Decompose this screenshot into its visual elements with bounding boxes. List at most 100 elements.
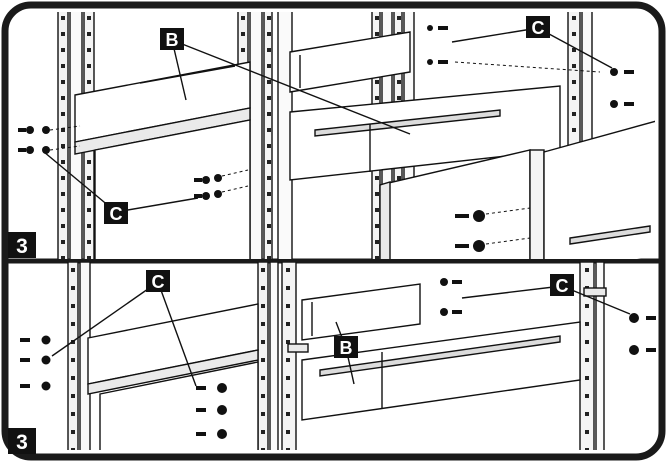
rail-hole — [267, 240, 271, 244]
rail-hole — [286, 304, 290, 308]
rail-hole — [397, 96, 401, 100]
rail-hole — [267, 160, 271, 164]
rail-hole — [241, 48, 245, 52]
rail-hole — [261, 394, 265, 398]
rail-hole — [241, 16, 245, 20]
top-right-screws — [427, 25, 634, 108]
rail-hole — [375, 80, 379, 84]
rail-hole — [267, 112, 271, 116]
rail-hole — [267, 64, 271, 68]
rail-hole — [261, 286, 265, 290]
front-equipment-panel — [379, 149, 531, 259]
rail-hole — [87, 208, 91, 212]
rail-hole — [585, 376, 589, 380]
rail-hole — [286, 448, 290, 450]
callout-label: C — [556, 276, 569, 296]
callout-b-top: B — [160, 28, 184, 50]
center-rail-tab — [287, 343, 309, 353]
rail-hole — [375, 16, 379, 20]
rail-hole — [375, 240, 379, 244]
center-rail-lower — [289, 85, 561, 181]
rail-hole — [267, 192, 271, 196]
leader-c-bottom-right-1 — [461, 285, 563, 299]
rail-hole — [572, 48, 576, 52]
rail-hole — [572, 80, 576, 84]
callout-label: C — [110, 204, 123, 224]
rail-hole — [572, 112, 576, 116]
front-panel-screws — [455, 207, 531, 252]
callout-c-top-left: C — [104, 202, 128, 224]
rail-hole — [71, 412, 75, 416]
bottom-left-screws — [20, 335, 51, 391]
rail-hole — [397, 176, 401, 180]
step-number: 3 — [16, 235, 28, 258]
rail-hole — [61, 240, 65, 244]
center-rail-upper — [289, 31, 411, 93]
rail-hole — [87, 256, 91, 259]
step-badge-top: 3 — [8, 232, 36, 258]
rail-hole — [267, 128, 271, 132]
rail-hole — [375, 208, 379, 212]
rail-hole — [585, 304, 589, 308]
right-equipment-ear — [529, 119, 655, 259]
rail-hole — [375, 32, 379, 36]
rail-hole — [61, 48, 65, 52]
rail-hole — [71, 358, 75, 362]
rail-hole — [61, 128, 65, 132]
bottom-rail-holes — [71, 268, 589, 450]
callout-c-bottom-right: C — [550, 274, 574, 296]
rail-hole — [71, 448, 75, 450]
rail-hole — [261, 304, 265, 308]
rail-hole — [267, 256, 271, 259]
top-center-screws — [194, 169, 249, 200]
rail-hole — [71, 322, 75, 326]
rail-hole — [267, 96, 271, 100]
rail-hole — [572, 64, 576, 68]
rail-hole — [286, 340, 290, 344]
rail-hole — [71, 394, 75, 398]
rail-hole — [71, 304, 75, 308]
rail-hole — [61, 144, 65, 148]
bottom-right-screws — [440, 278, 656, 355]
callout-b-bottom: B — [334, 336, 358, 358]
rail-hole — [375, 256, 379, 259]
rail-hole — [267, 224, 271, 228]
rail-hole — [61, 112, 65, 116]
step-number: 3 — [16, 431, 28, 454]
rail-hole — [585, 448, 589, 450]
rail-hole — [61, 16, 65, 20]
rail-hole — [585, 430, 589, 434]
callout-label: C — [152, 272, 165, 292]
rail-hole — [61, 80, 65, 84]
rail-hole — [61, 176, 65, 180]
rail-hole — [585, 358, 589, 362]
rail-hole — [261, 376, 265, 380]
rail-hole — [61, 192, 65, 196]
bottom-center-rail-upper — [301, 283, 421, 341]
rail-hole — [286, 268, 290, 272]
rail-hole — [71, 286, 75, 290]
rail-hole — [261, 358, 265, 362]
rail-hole — [267, 48, 271, 52]
rail-hole — [241, 32, 245, 36]
rail-hole — [61, 96, 65, 100]
top-panel — [57, 12, 655, 259]
rail-hole — [286, 412, 290, 416]
rail-hole — [61, 32, 65, 36]
bottom-center-screws — [196, 383, 227, 439]
rail-hole — [87, 64, 91, 68]
rail-hole — [87, 160, 91, 164]
leader-c-bottom-left-1 — [51, 281, 159, 357]
rail-hole — [375, 224, 379, 228]
left-shelf-panel — [94, 119, 251, 259]
rail-hole — [87, 80, 91, 84]
rail-hole — [286, 322, 290, 326]
rail-hole — [61, 208, 65, 212]
rail-hole — [397, 80, 401, 84]
rail-hole — [261, 448, 265, 450]
rail-hole — [572, 96, 576, 100]
rail-hole — [375, 192, 379, 196]
rail-hole — [585, 268, 589, 272]
callout-c-bottom-left: C — [146, 270, 170, 292]
